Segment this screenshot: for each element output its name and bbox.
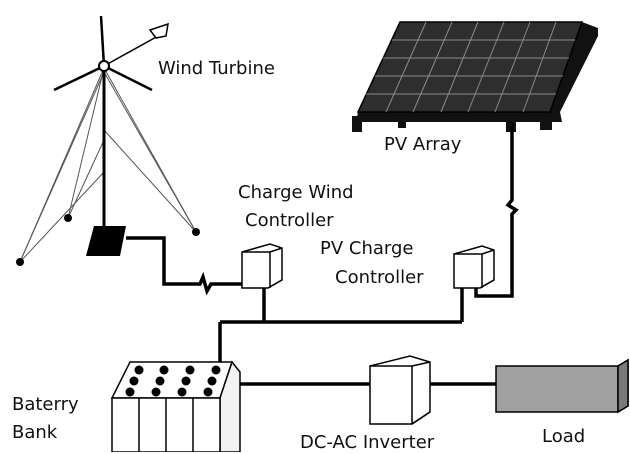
guy-anchor [64, 214, 72, 222]
load-box [495, 358, 629, 414]
turbine-hub [98, 60, 110, 72]
battery-bank [110, 360, 241, 452]
pv-frame-bottom [356, 112, 562, 122]
pv-frame-leg [352, 116, 362, 132]
turbine-blades [53, 15, 153, 92]
inverter-label: DC-AC Inverter [300, 432, 435, 453]
turbine-tail-fin [148, 22, 169, 39]
pv-frame-leg [540, 116, 552, 130]
wires [126, 122, 519, 386]
wire-pv-to-pv-controller [474, 122, 519, 298]
load-label: Load [542, 426, 586, 447]
pv-array-label: PV Array [384, 134, 462, 155]
guy-anchor [192, 228, 200, 236]
pv-charge-controller-label-line2: Controller [335, 267, 424, 288]
wind-turbine-label: Wind Turbine [158, 58, 275, 79]
pv-panel-surface [356, 21, 584, 113]
battery-bank-label-line2: Bank [12, 422, 58, 443]
turbine-guy-wires [19, 67, 197, 263]
pv-charge-controller-box [453, 245, 495, 289]
pv-frame-leg [398, 116, 406, 128]
charge-wind-controller-label-line1: Charge Wind [238, 182, 354, 203]
inverter-box [369, 355, 431, 425]
pv-frame-side [548, 22, 598, 112]
charge-wind-controller-box [241, 243, 283, 289]
battery-bank-label-line1: Baterry [12, 394, 79, 415]
guy-anchor [16, 258, 24, 266]
battery-side [219, 360, 241, 452]
charge-wind-controller-label-line2: Controller [245, 210, 334, 231]
pv-charge-controller-label-line1: PV Charge [320, 238, 414, 259]
wind-turbine [16, 15, 200, 266]
turbine-base [86, 226, 126, 256]
turbine-tail [103, 35, 159, 67]
pv-panel-grid [366, 21, 575, 113]
wire-turbine-to-wind-controller [126, 236, 246, 296]
battery-terminals [125, 365, 221, 397]
pv-array [352, 21, 598, 132]
